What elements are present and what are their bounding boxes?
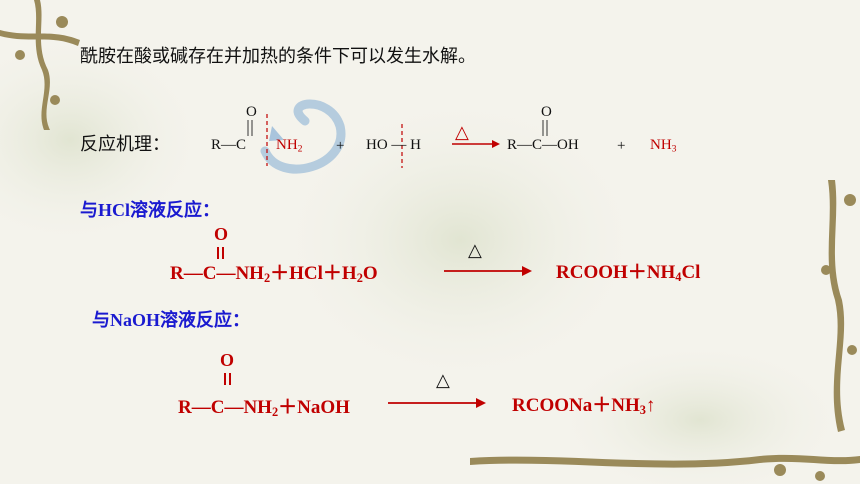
mech-plus-2: + — [617, 138, 626, 154]
mech-amide-rc: R—C — [211, 137, 247, 153]
hcl-oxygen: O — [214, 224, 229, 244]
mech-nh3: NH3 — [650, 137, 677, 155]
mechanism-diagram — [247, 99, 548, 174]
hcl-title: 与HCl溶液反应： — [80, 200, 221, 220]
vine-ornament-bottom — [470, 454, 860, 481]
vine-ornament-right — [821, 180, 857, 432]
naoh-heat-symbol: △ — [436, 370, 450, 390]
naoh-reactants: R—C—NH2＋NaOH — [178, 397, 350, 420]
naoh-arrow — [388, 398, 486, 408]
mech-amide-oxygen: O — [246, 104, 257, 120]
hcl-heat-symbol: △ — [468, 240, 482, 260]
hcl-reactants: R—C—NH2＋HCl＋H2O — [170, 263, 378, 286]
naoh-products: RCOONa＋NH3↑ — [512, 395, 656, 418]
mech-acid: R—C—OH — [507, 137, 579, 153]
mech-heat-symbol: △ — [455, 122, 469, 142]
mech-water: HO — H — [366, 137, 421, 153]
naoh-oxygen: O — [220, 350, 235, 370]
naoh-title: 与NaOH溶液反应： — [92, 310, 251, 330]
mech-amide-nh2: NH2 — [276, 137, 303, 155]
hcl-arrow — [444, 266, 532, 276]
intro-text: 酰胺在酸或碱存在并加热的条件下可以发生水解。 — [80, 46, 476, 67]
vine-ornament-left — [0, 0, 80, 130]
hcl-double-bond — [217, 247, 224, 259]
hcl-products: RCOOH＋NH4Cl — [556, 262, 701, 285]
naoh-double-bond — [224, 373, 231, 385]
mechanism-label: 反应机理： — [80, 134, 170, 155]
mech-acid-oxygen: O — [541, 104, 552, 120]
mech-plus-1: + — [336, 138, 345, 154]
